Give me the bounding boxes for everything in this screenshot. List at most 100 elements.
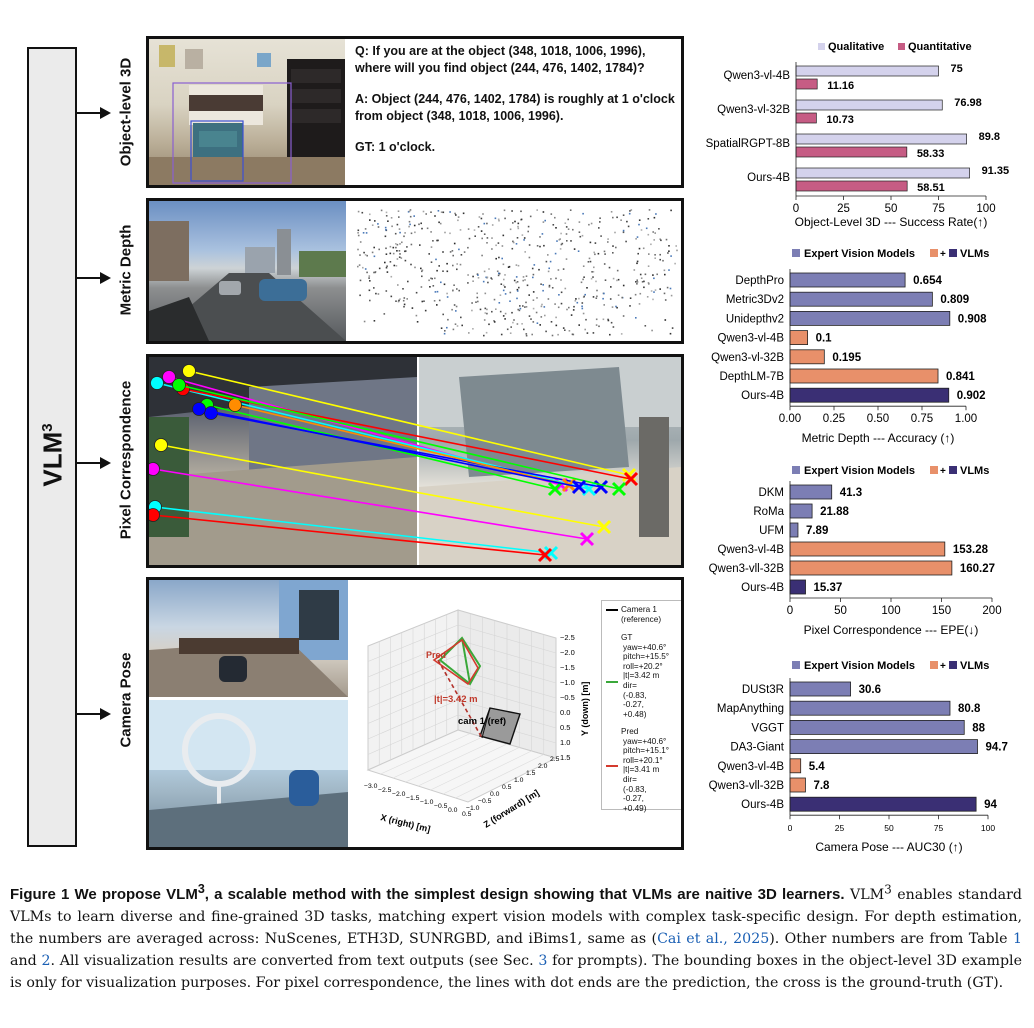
- depth-point: [496, 270, 499, 273]
- correspondence-overlay: [149, 364, 639, 563]
- depth-point: [516, 288, 519, 291]
- gt-block-line: |t|=3.42 m: [623, 671, 660, 681]
- depth-point: [359, 294, 361, 297]
- arrow-head-depth: [100, 272, 111, 284]
- depth-point: [451, 250, 454, 252]
- depth-point: [607, 238, 609, 240]
- correspondence-dot: [150, 376, 164, 390]
- depth-point: [549, 260, 552, 263]
- depth-point: [400, 257, 403, 259]
- depth-point: [454, 323, 457, 325]
- depth-point: [435, 258, 437, 261]
- depth-point: [500, 333, 503, 336]
- depth-point: [536, 209, 538, 211]
- depth-point: [664, 299, 667, 301]
- depth-point: [589, 241, 592, 244]
- depth-point: [512, 240, 514, 243]
- depth-point: [371, 251, 374, 254]
- depth-point: [580, 281, 583, 284]
- depth-point: [483, 319, 486, 321]
- legend-label-qualitative: Qualitative: [828, 41, 884, 53]
- depth-point: [517, 225, 519, 228]
- depth-point: [659, 253, 661, 256]
- depth-point: [561, 242, 564, 245]
- depth-point: [536, 245, 539, 247]
- camera1-edge: [481, 707, 491, 739]
- gt-block-line: dir=: [623, 680, 637, 690]
- depth-point: [595, 297, 598, 299]
- caption-ref-table2[interactable]: 2: [41, 953, 51, 969]
- depth-point: [503, 209, 506, 212]
- depth-point: [539, 324, 541, 326]
- caption-ref-table1[interactable]: 1: [1012, 931, 1022, 947]
- depth-point: [551, 334, 554, 337]
- depth-point: [536, 322, 539, 324]
- depth-point: [668, 250, 670, 252]
- depth-point: [644, 273, 647, 276]
- depth-point: [530, 318, 532, 320]
- depth-point: [368, 289, 371, 292]
- plot-grid: [367, 669, 459, 709]
- depth-point: [487, 281, 489, 284]
- depth-point: [366, 271, 368, 274]
- legend-plus: +: [940, 466, 946, 477]
- bar-value-label: 0.902: [957, 390, 986, 402]
- depth-point: [504, 318, 506, 320]
- depth-point: [396, 223, 399, 226]
- depth-point: [653, 291, 655, 293]
- depth-point: [550, 321, 553, 323]
- depth-point: [452, 254, 454, 257]
- caption-citation-cai[interactable]: Cai et al., 2025: [657, 931, 770, 947]
- depth-point: [407, 211, 410, 213]
- depth-point: [385, 229, 387, 231]
- pose-z-tick: 1.5: [526, 770, 536, 777]
- depth-point: [522, 279, 524, 282]
- pose-y-tick: −1.5: [560, 663, 575, 672]
- depth-point: [622, 231, 625, 234]
- correspondence-line: [160, 444, 605, 528]
- depth-point: [654, 232, 656, 234]
- depth-point: [438, 221, 440, 224]
- depth-point: [643, 286, 645, 289]
- depth-point: [635, 238, 637, 240]
- row-label-object: Object-level 3D: [117, 57, 135, 167]
- depth-point: [495, 244, 497, 247]
- caption-ref-sec3[interactable]: 3: [538, 953, 548, 969]
- depth-point: [643, 280, 645, 283]
- depth-point: [583, 295, 585, 298]
- depth-point: [526, 284, 529, 287]
- depth-point: [472, 275, 474, 278]
- pose-z-tick: 1.0: [514, 777, 524, 784]
- depth-point: [525, 333, 528, 335]
- bar-value-label: 76.98: [954, 97, 982, 109]
- depth-point: [647, 282, 650, 284]
- depth-point: [386, 271, 389, 273]
- depth-point: [407, 280, 409, 283]
- depth-point: [495, 257, 497, 260]
- depth-point: [408, 210, 411, 213]
- vlm-label: VLM3: [37, 423, 68, 487]
- depth-point: [550, 278, 552, 280]
- depth-point: [507, 266, 510, 268]
- depth-point: [397, 300, 400, 303]
- depth-point: [421, 275, 423, 278]
- depth-point: [357, 229, 360, 232]
- depth-point: [557, 333, 559, 336]
- depth-point: [357, 234, 360, 237]
- depth-point: [385, 266, 388, 269]
- depth-point: [545, 260, 548, 263]
- depth-point: [373, 246, 375, 249]
- depth-point: [490, 277, 492, 279]
- depth-point: [602, 297, 604, 300]
- depth-point: [559, 238, 561, 240]
- depth-point: [421, 270, 423, 273]
- pose-x-tick: 0.5: [462, 811, 472, 818]
- correspondence-dot: [149, 462, 160, 476]
- depth-point: [491, 224, 494, 226]
- depth-point: [437, 239, 439, 242]
- pose-legend-camera1: Camera 1 (reference): [606, 605, 671, 624]
- depth-point: [513, 319, 515, 321]
- legend-label-vlms: VLMs: [960, 248, 989, 260]
- legend-swatch-dark: [949, 661, 957, 669]
